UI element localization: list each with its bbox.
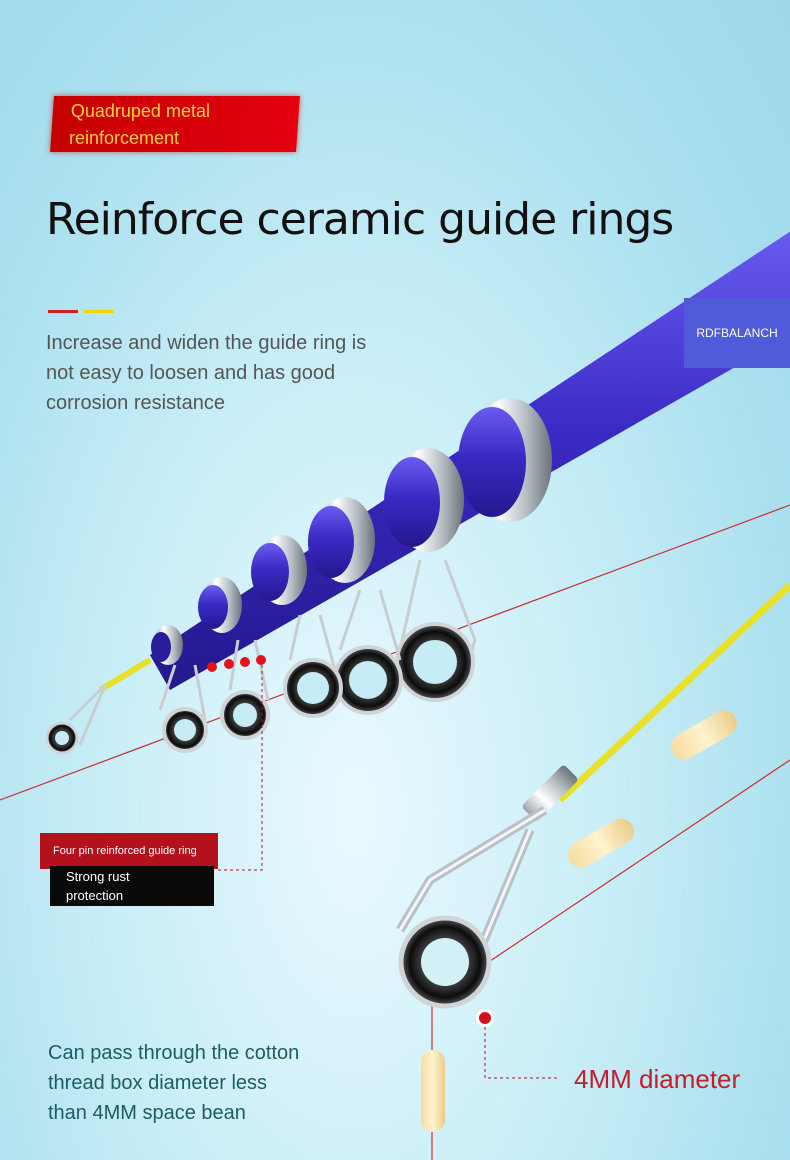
accent-dash-yellow xyxy=(84,310,114,313)
rod-collar xyxy=(458,398,552,522)
rod-collar xyxy=(251,535,307,605)
diameter-marker xyxy=(476,1009,558,1079)
tip-guide-ring xyxy=(45,683,107,755)
accent-dash-red xyxy=(48,310,78,313)
feature-badge: Quadruped metal reinforcement xyxy=(50,96,300,152)
callout-guide-ring: Four pin reinforced guide ring xyxy=(40,833,218,869)
rod-collar xyxy=(384,448,464,552)
callout-rust-protection: Strong rust protection xyxy=(50,866,214,906)
diameter-label: 4MM diameter xyxy=(574,1064,741,1094)
guide-ring xyxy=(333,589,403,715)
guide-rings xyxy=(45,559,477,755)
guide-ring xyxy=(395,559,477,702)
badge-line-2: reinforcement xyxy=(68,128,180,148)
feature-description: Increase and widen the guide ring is not… xyxy=(46,332,367,414)
rod-collar xyxy=(198,577,242,633)
space-bean-note: Can pass through the cotton thread box d… xyxy=(48,1042,300,1124)
badge-line-1: Quadruped metal xyxy=(70,101,210,121)
highlight-dots xyxy=(207,655,266,672)
rod-collar xyxy=(308,497,375,583)
space-beans xyxy=(421,710,737,1132)
guide-ring xyxy=(283,614,343,718)
rod-collar xyxy=(151,625,183,665)
telescopic-rod xyxy=(98,231,790,693)
guide-ring xyxy=(220,639,270,740)
guide-ring xyxy=(158,664,208,753)
page-title: Reinforce ceramic guide rings xyxy=(46,194,674,245)
callout-leader xyxy=(215,665,263,871)
brand-label: RDFBALANCH xyxy=(684,298,790,368)
closeup-tip xyxy=(396,582,790,1009)
